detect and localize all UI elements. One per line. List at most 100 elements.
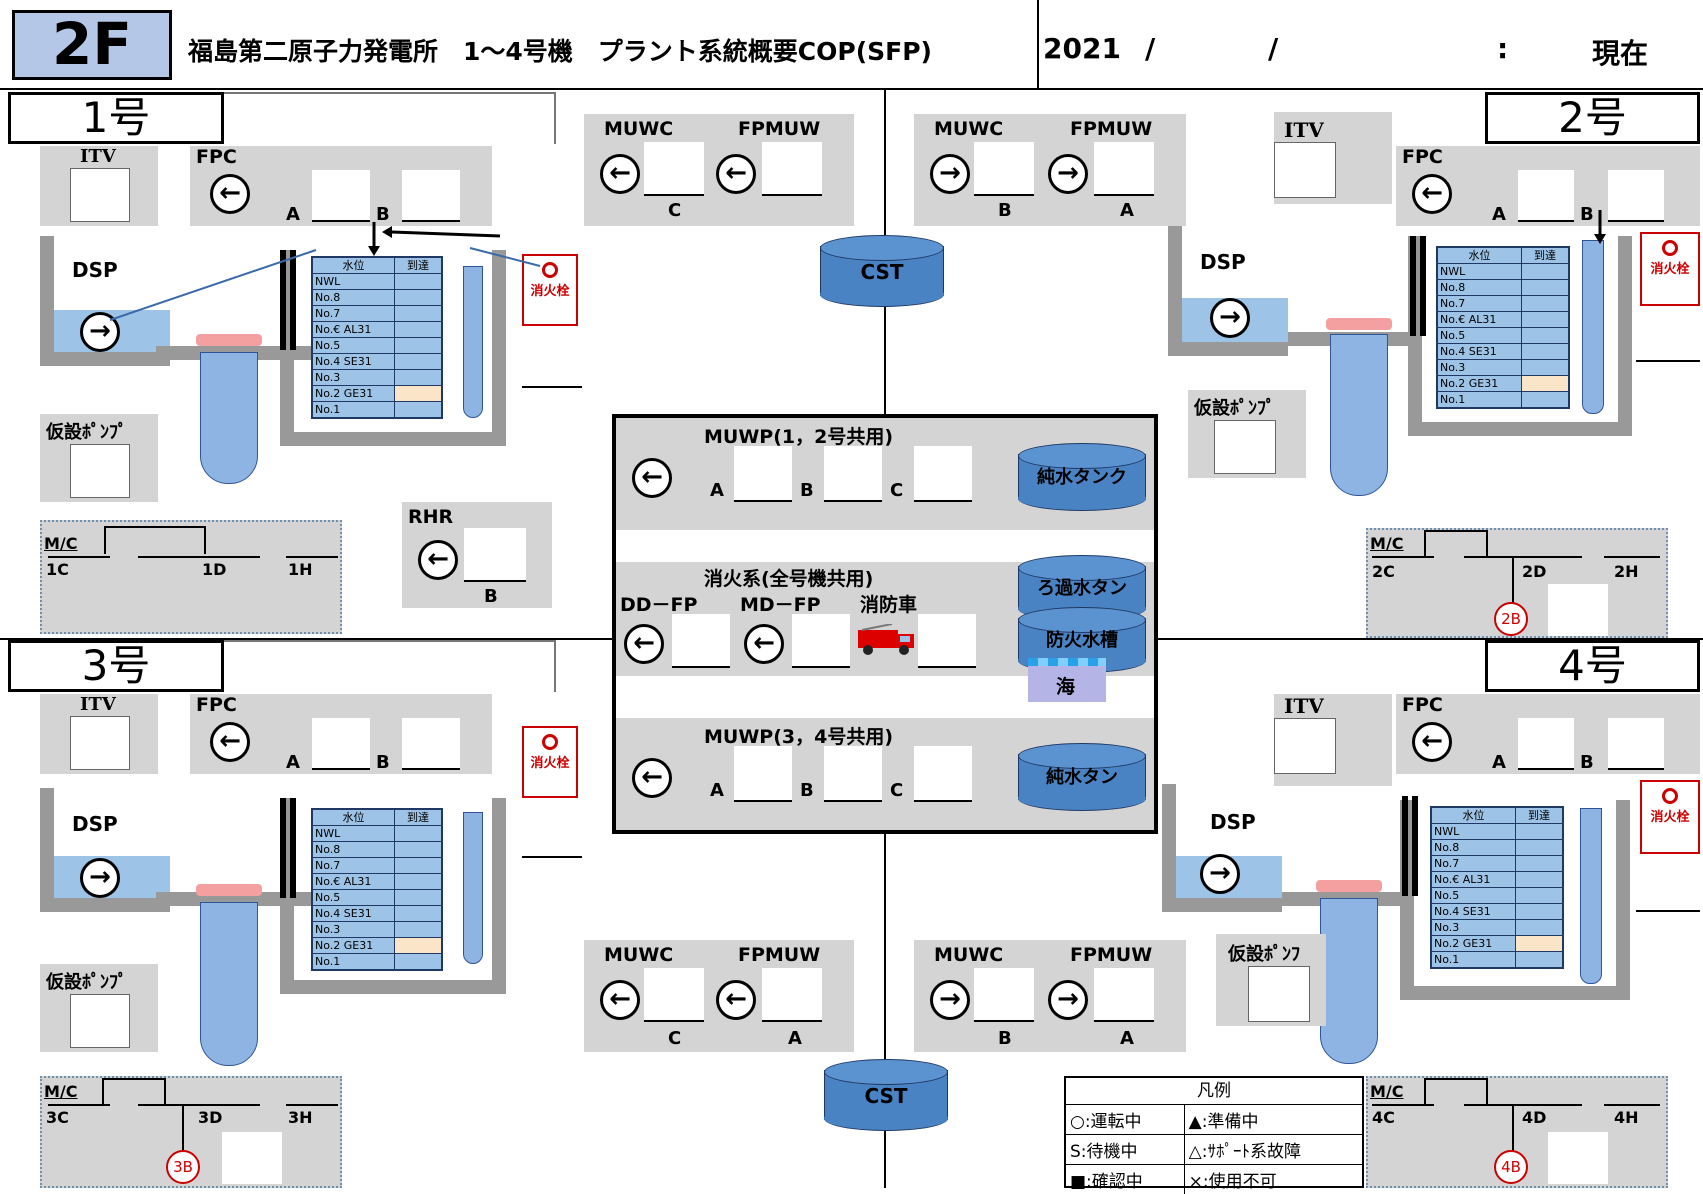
fpc-b-box[interactable] <box>1608 170 1664 222</box>
muwp12-pump-icon[interactable]: ← <box>632 458 672 498</box>
mc-bus-2d: 2D <box>1522 562 1546 581</box>
fire-truck-box[interactable] <box>918 614 976 668</box>
temp-pump-box[interactable] <box>70 994 130 1048</box>
muwp34-pump-icon[interactable]: ← <box>632 758 672 798</box>
unit-3-fire-hydrant[interactable]: 消火栓 <box>522 726 578 798</box>
fpmuw-pump-icon[interactable]: → <box>1048 154 1088 194</box>
dd-fp-box[interactable] <box>672 614 730 668</box>
fpc-pump-icon[interactable]: ← <box>1412 722 1452 762</box>
unit-2-water-level-table: 水位到達 NWL No.8 No.7 No.€ AL31 No.5 No.4 S… <box>1436 246 1570 409</box>
fpc-a-box[interactable] <box>1518 718 1574 770</box>
fpc-label: FPC <box>196 694 237 716</box>
unit-1-flow-lines <box>0 0 620 360</box>
fpc-pump-icon[interactable]: ← <box>1412 174 1452 214</box>
fpmuw-label: FPMUW <box>1070 118 1152 140</box>
muwp34-c-box[interactable] <box>914 746 972 802</box>
unit-2-arrow <box>1590 210 1614 250</box>
temp-pump-box[interactable] <box>70 444 130 498</box>
mc-bus-1c: 1C <box>46 560 69 579</box>
diesel-2b-box[interactable] <box>1548 584 1608 636</box>
fpc-b-box[interactable] <box>1608 718 1664 770</box>
unit-4-fire-hydrant[interactable]: 消火栓 <box>1640 780 1700 854</box>
muwp12-b-label: B <box>800 480 814 501</box>
mc-bus-4d: 4D <box>1522 1108 1546 1127</box>
itv-value-box[interactable] <box>70 716 130 770</box>
md-fp-box[interactable] <box>792 614 850 668</box>
rhr-b-label: B <box>484 586 498 607</box>
rhr-pump-icon[interactable]: ← <box>418 540 458 580</box>
muwp34-a-label: A <box>710 780 724 801</box>
itv-label: ITV <box>1284 694 1324 718</box>
unit-3-title-ext <box>224 640 556 692</box>
unit-4-dsp-area: DSP → <box>1162 784 1282 912</box>
muwp12-b-box[interactable] <box>824 446 882 502</box>
itv-value-box[interactable] <box>1274 142 1336 198</box>
muwc-c-label: C <box>668 1028 681 1049</box>
muwc-pump-icon[interactable]: → <box>930 154 970 194</box>
temp-pump-box[interactable] <box>1248 966 1310 1022</box>
unit-2-pool-standpipe <box>1582 240 1604 414</box>
muwc-box[interactable] <box>974 968 1034 1022</box>
muwc-box[interactable] <box>644 142 704 196</box>
fire-truck-label: 消防車 <box>860 590 917 617</box>
mc-label: M/C <box>44 1082 78 1101</box>
rhr-b-box[interactable] <box>464 528 526 582</box>
temp-pump-label: 仮設ﾎﾟﾝﾌﾟ <box>46 418 127 444</box>
fpc-b-box[interactable] <box>402 718 460 770</box>
rhr-label: RHR <box>408 506 453 528</box>
mc-label: M/C <box>1370 534 1404 553</box>
unit-4-mc-panel: M/C 4C 4D 4H 4B <box>1366 1076 1668 1188</box>
muwp12-a-box[interactable] <box>734 446 792 502</box>
md-fp-label: MD－FP <box>740 590 821 617</box>
itv-value-box[interactable] <box>1274 718 1336 774</box>
fpmuw-pump-icon[interactable]: → <box>1048 980 1088 1020</box>
diesel-4b-box[interactable] <box>1548 1132 1608 1184</box>
fpc-a-box[interactable] <box>312 718 370 770</box>
dsp-pump-icon[interactable]: → <box>80 858 120 898</box>
dsp-pump-icon[interactable]: → <box>1200 854 1240 894</box>
unit-2-fire-hydrant[interactable]: 消火栓 <box>1640 232 1700 306</box>
muwc-pump-icon[interactable]: → <box>930 980 970 1020</box>
fpc-a-label: A <box>286 752 300 773</box>
muwc-pump-icon[interactable]: ← <box>600 154 640 194</box>
unit-2-temp-pump-panel: 仮設ﾎﾟﾝﾌﾟ <box>1188 390 1306 478</box>
muwc-box[interactable] <box>974 142 1034 196</box>
md-fp-pump-icon[interactable]: ← <box>744 624 784 664</box>
unit-4-reactor-vessel <box>1320 898 1378 1064</box>
legend-preparing: ▲:準備中 <box>1184 1105 1362 1135</box>
muwp34-a-box[interactable] <box>734 746 792 802</box>
fpmuw-label: FPMUW <box>738 118 820 140</box>
fpc-b-label: B <box>1580 752 1594 773</box>
dd-fp-pump-icon[interactable]: ← <box>624 624 664 664</box>
vertical-divider-bottom <box>884 834 886 1188</box>
unit-3-line-out <box>522 856 582 858</box>
legend-title: 凡例 <box>1066 1078 1362 1105</box>
cst-tank-bottom: CST <box>824 1070 948 1120</box>
fpmuw-box[interactable] <box>1094 142 1154 196</box>
muwp34-b-box[interactable] <box>824 746 882 802</box>
temp-pump-box[interactable] <box>1214 420 1276 474</box>
fpc-a-box[interactable] <box>1518 170 1574 222</box>
mc-bus-1h: 1H <box>288 560 313 579</box>
muwp12-c-box[interactable] <box>914 446 972 502</box>
fpc-a-label: A <box>1492 204 1506 225</box>
fpc-pump-icon[interactable]: ← <box>210 722 250 762</box>
muwp34-label: MUWP(3，4号共用) <box>704 722 893 749</box>
legend-checking: ■:確認中 <box>1066 1165 1184 1194</box>
muwc-label: MUWC <box>604 118 673 140</box>
fpmuw-box[interactable] <box>762 968 822 1022</box>
muwc-pump-icon[interactable]: ← <box>600 980 640 1020</box>
diesel-3b-box[interactable] <box>222 1132 282 1184</box>
filtered-water-tank: ろ過水タン <box>1018 566 1146 610</box>
muwc-box[interactable] <box>644 968 704 1022</box>
unit-4-temp-pump-panel: 仮設ﾎﾟﾝﾌ <box>1216 934 1326 1026</box>
legend-unusable: ×:使用不可 <box>1184 1165 1362 1194</box>
muwc-label: MUWC <box>604 944 673 966</box>
dsp-pump-icon[interactable]: → <box>1210 298 1250 338</box>
fpc-label: FPC <box>1402 694 1443 716</box>
fpmuw-pump-icon[interactable]: ← <box>716 980 756 1020</box>
unit-2-dsp-area: DSP → <box>1168 226 1288 356</box>
fpmuw-box[interactable] <box>1094 968 1154 1022</box>
fpmuw-pump-icon[interactable]: ← <box>716 154 756 194</box>
fpmuw-box[interactable] <box>762 142 822 196</box>
